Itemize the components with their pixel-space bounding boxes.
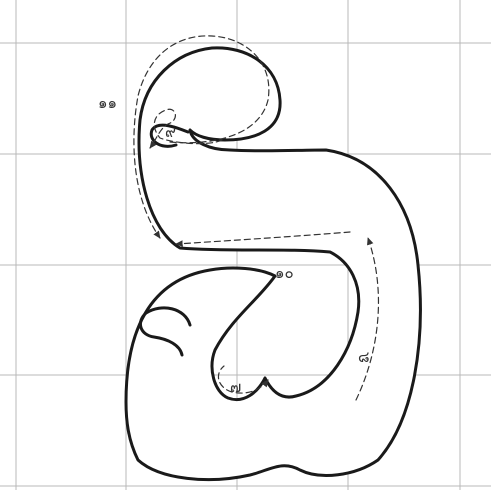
step-label-9: ๙: [165, 123, 176, 141]
step-label-7: ๗: [230, 378, 241, 396]
step-label-11: ๑๑: [98, 94, 117, 112]
glyph-outline: [126, 48, 420, 480]
step-label-8: ๘: [358, 348, 370, 366]
glyph: [126, 48, 420, 480]
step-label-10: ๑๐: [275, 264, 294, 282]
